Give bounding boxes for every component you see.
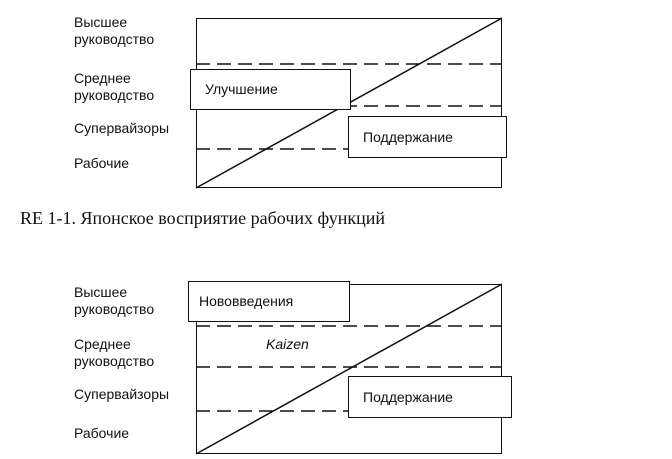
figure-caption: RE 1-1. Японское восприятие рабочих функ… [20, 208, 386, 228]
level-supervisors-2: Супервайзоры [74, 386, 170, 402]
kaizen-label: Kaizen [266, 336, 309, 352]
level-supervisors-1: Супервайзоры [74, 120, 170, 136]
level-top-management-2: Высшее руководство [74, 284, 155, 317]
level-middle-management-2: Среднее руководство [74, 336, 155, 369]
level-middle-management-1: Среднее руководство [74, 70, 155, 103]
diagonal-line-2 [195, 283, 503, 455]
box-maintenance-1: Поддержание [348, 116, 507, 158]
box-innovation: Нововведения [188, 281, 350, 322]
box-maintenance-2: Поддержание [348, 376, 512, 418]
level-workers-1: Рабочие [74, 155, 130, 171]
level-workers-2: Рабочие [74, 425, 130, 441]
box-improvement: Улучшение [190, 69, 351, 110]
level-top-management-1: Высшее руководство [74, 14, 155, 47]
